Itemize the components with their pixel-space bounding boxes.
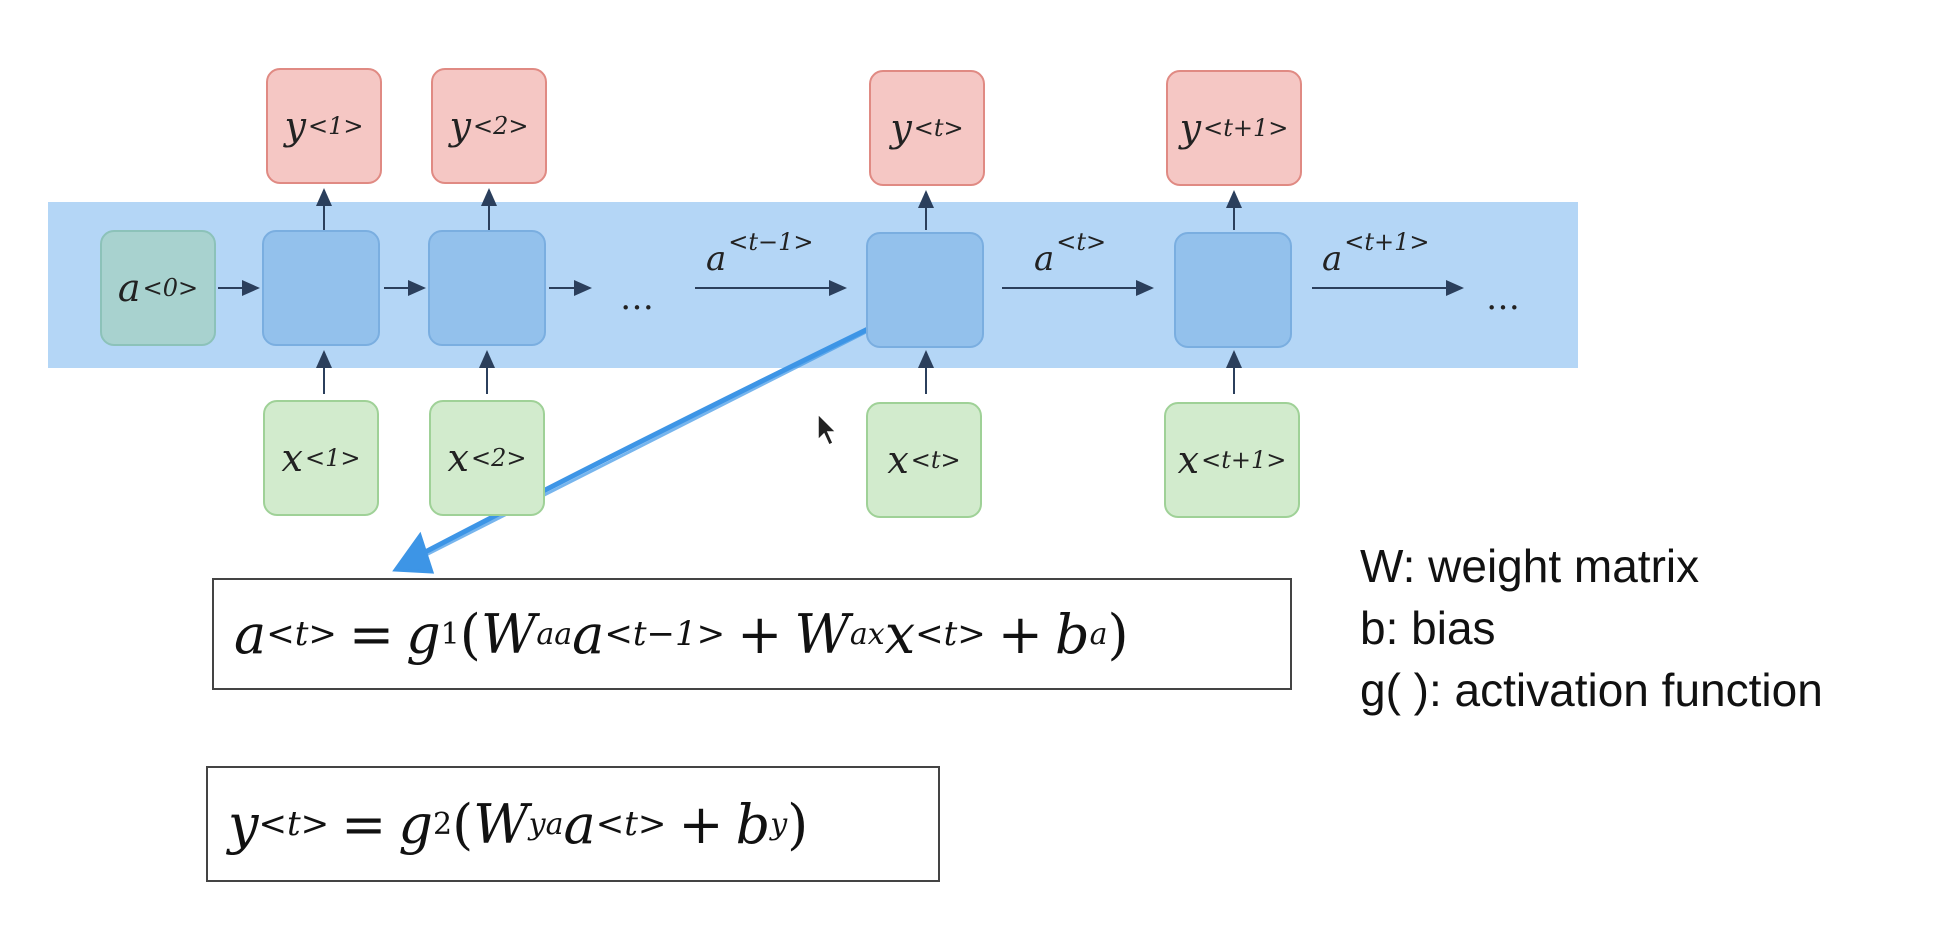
input-xt: x<t>	[866, 402, 982, 518]
output-yt-plus-1: y<t+1>	[1166, 70, 1302, 186]
rnn-cell-t	[866, 232, 984, 348]
rnn-cell-2	[428, 230, 546, 346]
activation-label-t-minus-1: a<t−1>	[706, 228, 814, 279]
init-state-a0: a<0>	[100, 230, 216, 346]
legend-bias: b: bias	[1360, 602, 1496, 654]
input-x1: x<1>	[263, 400, 379, 516]
legend-activation-function: g( ): activation function	[1360, 664, 1823, 716]
ellipsis-end: …	[1486, 278, 1526, 318]
legend: W: weight matrix b: bias g( ): activatio…	[1360, 535, 1823, 721]
input-xt-plus-1: x<t+1>	[1164, 402, 1300, 518]
input-x2: x<2>	[429, 400, 545, 516]
mouse-cursor-icon	[817, 412, 838, 447]
activation-label-t: a<t>	[1034, 228, 1107, 279]
rnn-cell-t-plus-1	[1174, 232, 1292, 348]
ellipsis-middle: …	[620, 278, 660, 318]
output-y1: y<1>	[266, 68, 382, 184]
activation-label-t-plus-1: a<t+1>	[1322, 228, 1430, 279]
output-yt: y<t>	[869, 70, 985, 186]
pointer-arrow	[392, 325, 873, 574]
legend-weight-matrix: W: weight matrix	[1360, 540, 1700, 592]
rnn-cell-1	[262, 230, 380, 346]
output-y2: y<2>	[431, 68, 547, 184]
